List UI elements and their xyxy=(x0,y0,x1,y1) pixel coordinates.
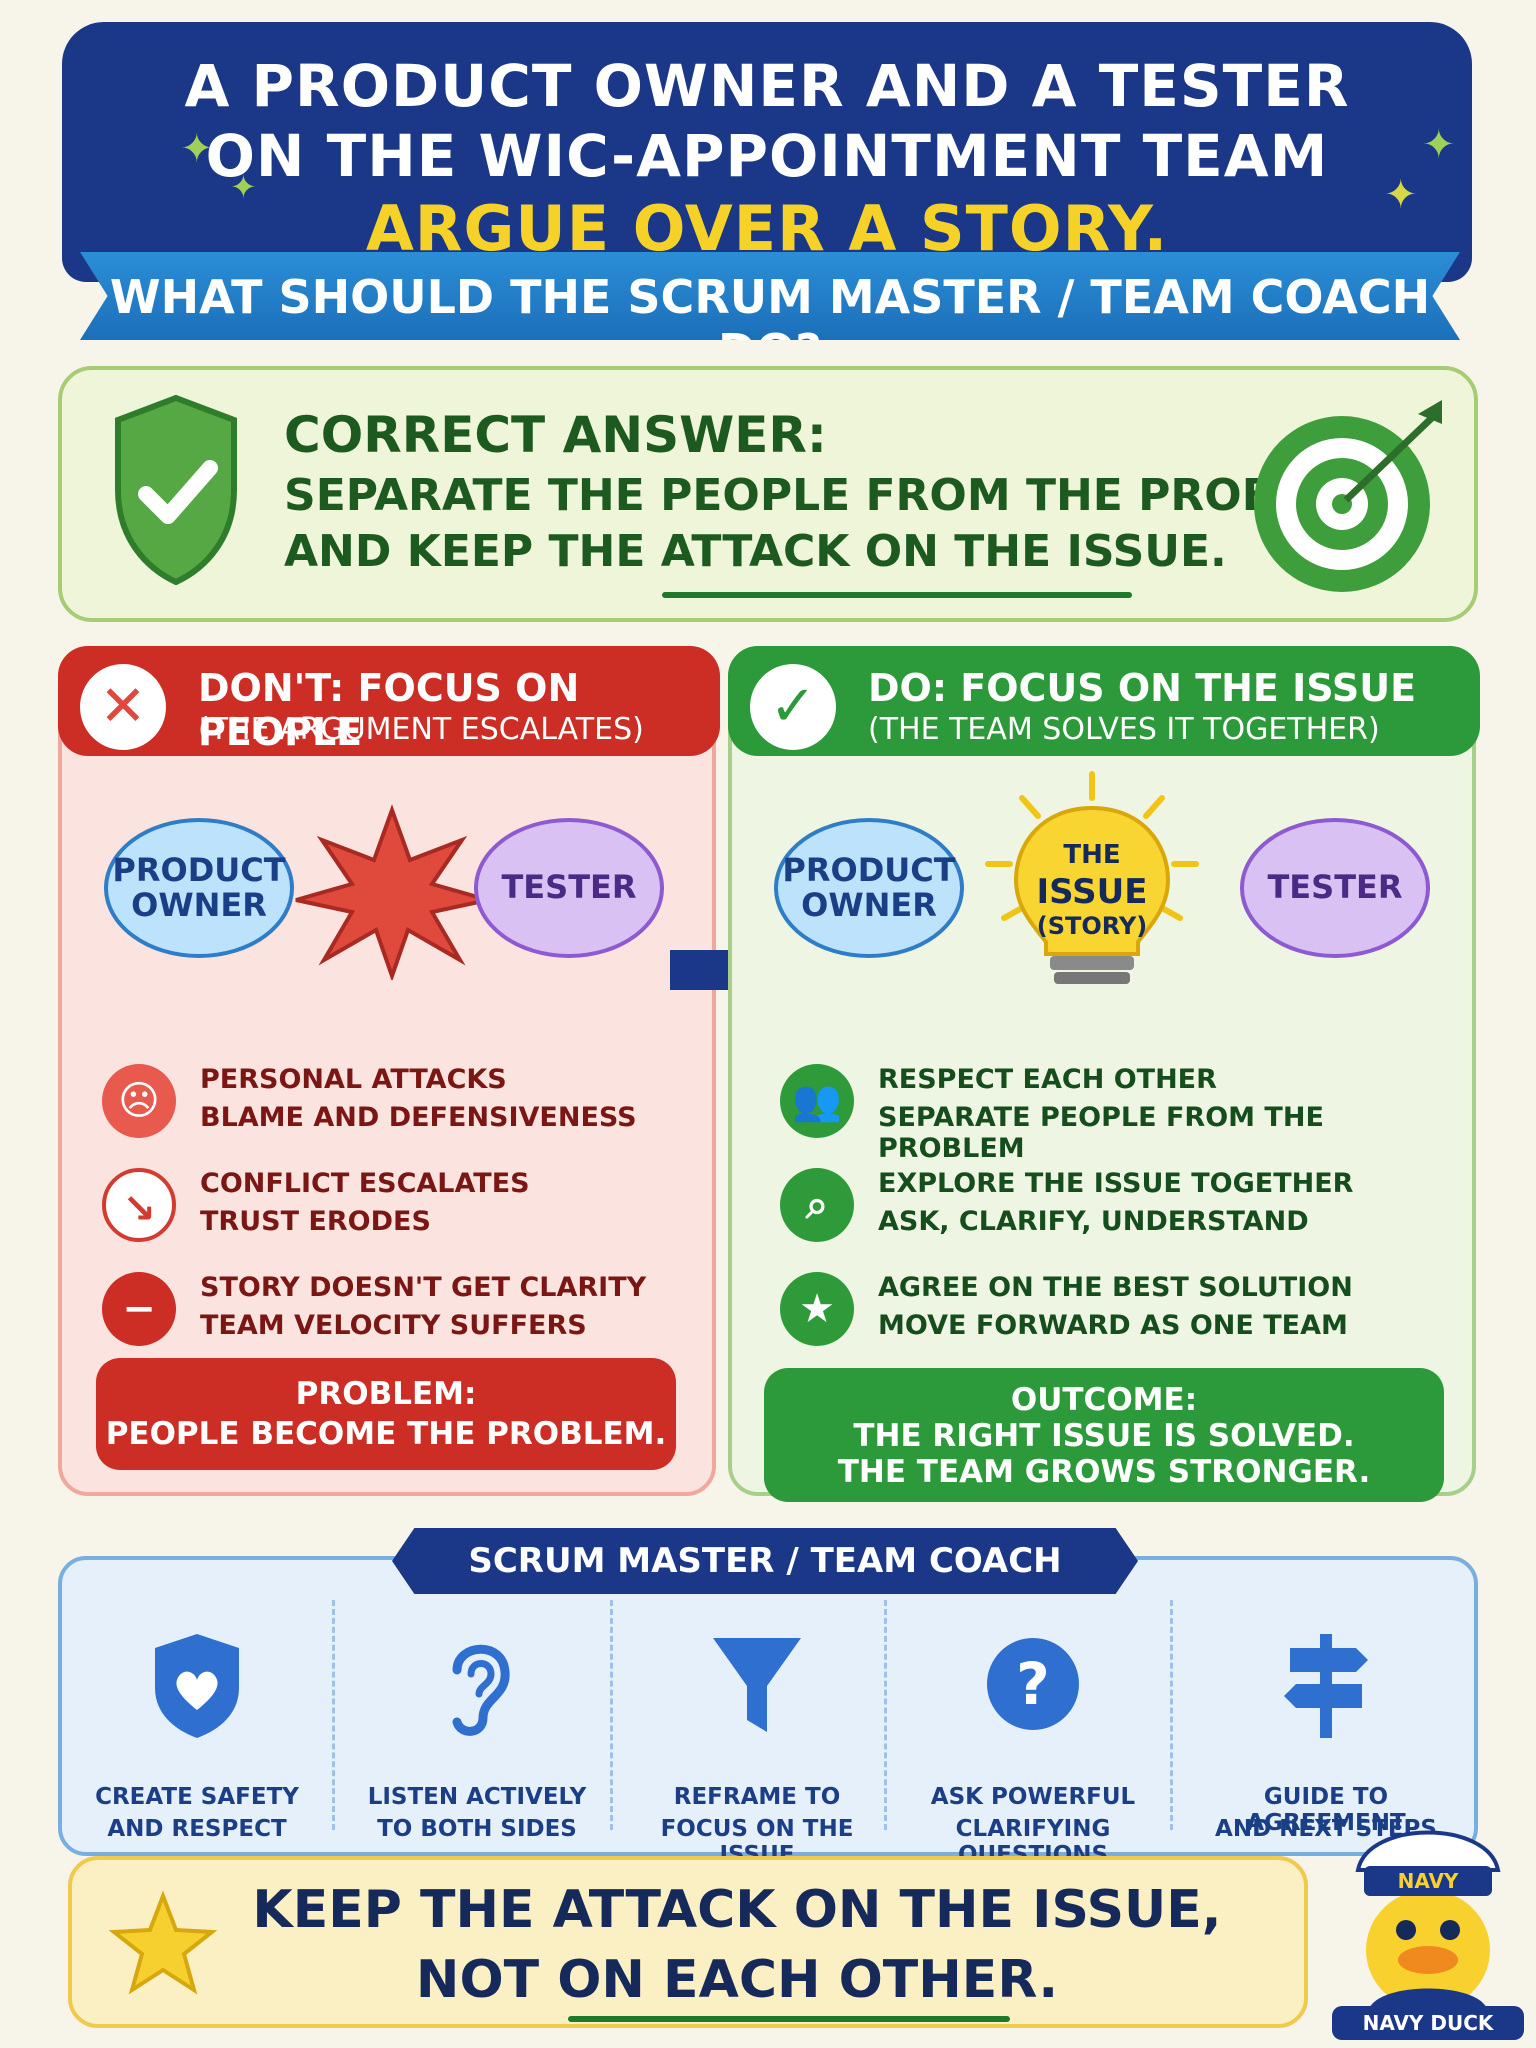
dont-item-line-1: STORY DOESN'T GET CLARITY xyxy=(200,1272,647,1303)
dont-item-line-2: TRUST ERODES xyxy=(200,1206,431,1237)
do-item-line-2: SEPARATE PEOPLE FROM THE PROBLEM xyxy=(878,1102,1324,1164)
dont-subtitle: (THE ARGUMENT ESCALATES) xyxy=(198,712,644,747)
dont-item: ☹ PERSONAL ATTACKS BLAME AND DEFENSIVENE… xyxy=(102,1060,662,1140)
mascot-label: NAVY DUCK xyxy=(1363,2011,1495,2035)
do-item: ★ AGREE ON THE BEST SOLUTION MOVE FORWAR… xyxy=(780,1268,1430,1348)
dont-item-line-1: PERSONAL ATTACKS xyxy=(200,1064,507,1095)
action-ask: ? ASK POWERFUL CLARIFYING QUESTIONS xyxy=(898,1620,1168,1868)
correct-answer-line-1: SEPARATE THE PEOPLE FROM THE PROBLEM xyxy=(284,470,1378,521)
product-owner-bubble: PRODUCT OWNER xyxy=(774,818,964,958)
signpost-icon xyxy=(1284,1634,1368,1738)
actions-box: CREATE SAFETY AND RESPECT LISTEN ACTIVEL… xyxy=(58,1556,1478,1868)
tester-bubble: TESTER xyxy=(1240,818,1430,958)
action-label-2: AND RESPECT xyxy=(107,1816,287,1842)
check-icon: ✓ xyxy=(750,664,836,750)
dont-panel: ✕ DON'T: FOCUS ON PEOPLE (THE ARGUMENT E… xyxy=(58,646,720,1496)
star-icon: ★ xyxy=(780,1272,854,1346)
divider xyxy=(610,1600,613,1830)
question-icon: ? xyxy=(987,1638,1079,1730)
mascot-hat-label: NAVY xyxy=(1398,1869,1459,1893)
do-header: ✓ DO: FOCUS ON THE ISSUE (THE TEAM SOLVE… xyxy=(728,646,1480,756)
do-footer-line-2: THE TEAM GROWS STRONGER. xyxy=(837,1454,1371,1490)
closing-line-1: KEEP THE ATTACK ON THE ISSUE, xyxy=(252,1880,1222,1940)
action-label-2: TO BOTH SIDES xyxy=(377,1816,577,1842)
divider xyxy=(332,1600,335,1830)
action-label-1: ASK POWERFUL xyxy=(930,1784,1136,1810)
correct-answer-title: CORRECT ANSWER: xyxy=(284,406,827,464)
target-icon xyxy=(1254,400,1442,592)
do-item-line-1: EXPLORE THE ISSUE TOGETHER xyxy=(878,1168,1354,1199)
correct-answer-box: CORRECT ANSWER: SEPARATE THE PEOPLE FROM… xyxy=(58,366,1478,622)
action-create-safety: CREATE SAFETY AND RESPECT xyxy=(82,1620,312,1842)
do-footer-title: OUTCOME: xyxy=(1010,1382,1198,1418)
svg-text:?: ? xyxy=(1016,1650,1050,1718)
sparkle-icon: ✦ xyxy=(1384,172,1418,218)
sad-face-icon: ☹ xyxy=(102,1064,176,1138)
dont-footer-text: PEOPLE BECOME THE PROBLEM. xyxy=(105,1416,667,1452)
check-shield-icon xyxy=(115,394,237,586)
do-item-line-2: MOVE FORWARD AS ONE TEAM xyxy=(878,1310,1348,1341)
closing-box: KEEP THE ATTACK ON THE ISSUE, NOT ON EAC… xyxy=(68,1856,1308,2028)
funnel-icon xyxy=(713,1638,801,1732)
do-footer-line-1: THE RIGHT ISSUE IS SOLVED. xyxy=(853,1418,1355,1454)
dont-item-line-1: CONFLICT ESCALATES xyxy=(200,1168,530,1199)
sparkle-icon: ✦ xyxy=(1422,122,1456,168)
bulb-label-3: (STORY) xyxy=(1036,912,1148,940)
product-owner-bubble: PRODUCT OWNER xyxy=(104,818,294,958)
dont-title: DON'T: FOCUS ON PEOPLE xyxy=(198,666,580,754)
answer-underline xyxy=(662,592,1132,598)
do-item: ⌕ EXPLORE THE ISSUE TOGETHER ASK, CLARIF… xyxy=(780,1164,1430,1244)
dont-footer-title: PROBLEM: xyxy=(295,1376,477,1412)
header-line-2: ON THE WIC-APPOINTMENT TEAM xyxy=(205,122,1329,190)
do-footer: OUTCOME: THE RIGHT ISSUE IS SOLVED. THE … xyxy=(764,1368,1444,1502)
question-text: WHAT SHOULD THE SCRUM MASTER / TEAM COAC… xyxy=(109,270,1431,378)
divider xyxy=(1170,1600,1173,1830)
action-listen: LISTEN ACTIVELY TO BOTH SIDES xyxy=(352,1620,602,1842)
action-label-1: REFRAME TO xyxy=(673,1784,841,1810)
do-title: DO: FOCUS ON THE ISSUE xyxy=(868,666,1417,710)
header: A PRODUCT OWNER AND A TESTER ON THE WIC-… xyxy=(62,22,1472,282)
do-item-line-1: RESPECT EACH OTHER xyxy=(878,1064,1217,1095)
action-label-1: CREATE SAFETY xyxy=(95,1784,299,1810)
do-panel: ✓ DO: FOCUS ON THE ISSUE (THE TEAM SOLVE… xyxy=(728,646,1480,1502)
bulb-label-1: THE xyxy=(1063,840,1121,870)
star-icon xyxy=(108,1890,218,1995)
magnifier-icon: ⌕ xyxy=(780,1168,854,1242)
header-line-1: A PRODUCT OWNER AND A TESTER xyxy=(184,52,1350,120)
actions-title: SCRUM MASTER / TEAM COACH ACTIONS xyxy=(392,1528,1138,1594)
sparkle-icon: ✦ xyxy=(230,168,257,206)
dont-item-line-2: BLAME AND DEFENSIVENESS xyxy=(200,1102,637,1133)
dont-header: ✕ DON'T: FOCUS ON PEOPLE (THE ARGUMENT E… xyxy=(58,646,720,756)
action-label-1: GUIDE TO AGREEMENT xyxy=(1246,1784,1406,1836)
tester-bubble: TESTER xyxy=(474,818,664,958)
closing-line-2: NOT ON EACH OTHER. xyxy=(415,1950,1059,2010)
sparkle-icon: ✦ xyxy=(180,126,214,172)
action-label-1: LISTEN ACTIVELY xyxy=(367,1784,587,1810)
downtrend-icon: ↘ xyxy=(102,1168,176,1242)
do-item-line-2: ASK, CLARIFY, UNDERSTAND xyxy=(878,1206,1309,1237)
clash-burst-icon xyxy=(295,804,489,980)
do-subtitle: (THE TEAM SOLVES IT TOGETHER) xyxy=(868,712,1380,747)
question-banner: WHAT SHOULD THE SCRUM MASTER / TEAM COAC… xyxy=(80,252,1460,340)
bulb-label-2: ISSUE xyxy=(1036,872,1148,912)
dont-item: ↘ CONFLICT ESCALATES TRUST ERODES xyxy=(102,1164,662,1244)
dont-footer: PROBLEM: PEOPLE BECOME THE PROBLEM. xyxy=(96,1358,676,1470)
do-item: 👥 RESPECT EACH OTHER SEPARATE PEOPLE FRO… xyxy=(780,1060,1430,1164)
x-icon: ✕ xyxy=(80,664,166,750)
closing-underline xyxy=(568,2016,1010,2022)
heart-shield-icon xyxy=(155,1634,239,1738)
no-entry-icon: − xyxy=(102,1272,176,1346)
people-icon: 👥 xyxy=(780,1064,854,1138)
ear-icon xyxy=(452,1644,510,1736)
correct-answer-line-2: AND KEEP THE ATTACK ON THE ISSUE. xyxy=(284,526,1227,577)
dont-item: − STORY DOESN'T GET CLARITY TEAM VELOCIT… xyxy=(102,1268,662,1348)
do-item-line-1: AGREE ON THE BEST SOLUTION xyxy=(878,1272,1353,1303)
divider xyxy=(884,1600,887,1830)
action-reframe: REFRAME TO FOCUS ON THE ISSUE xyxy=(622,1620,892,1868)
navy-duck-mascot: NAVY NAVY DUCK xyxy=(1332,1830,1524,2040)
dont-item-line-2: TEAM VELOCITY SUFFERS xyxy=(200,1310,587,1341)
lightbulb-icon xyxy=(985,771,1199,984)
